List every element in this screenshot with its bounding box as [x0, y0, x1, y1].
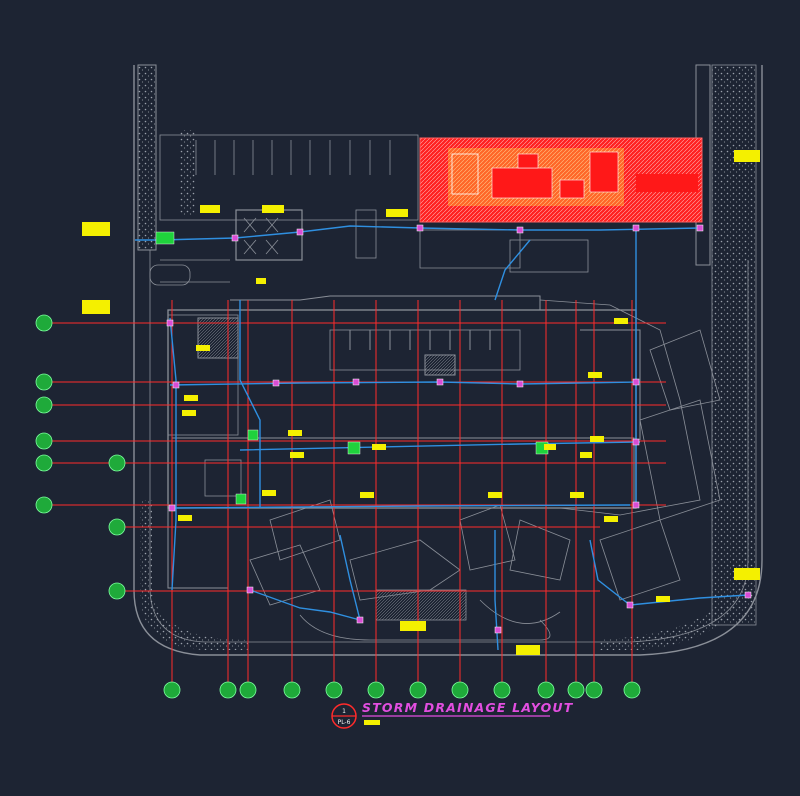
- drawing-title-block: 1 PL-6 STORM DRAINAGE LAYOUT: [331, 700, 574, 729]
- grid-row-bubble: [35, 396, 53, 414]
- grid-column-bubble: [585, 681, 603, 699]
- drawing-ref-sheet: PL-6: [338, 719, 351, 726]
- drawing-ref-number: 1: [342, 708, 346, 715]
- grid-columns: [163, 300, 641, 699]
- grid-column-bubble: [325, 681, 343, 699]
- grid-row-bubble: [108, 582, 126, 600]
- grid-column-bubble: [567, 681, 585, 699]
- pipe-tags: [82, 150, 760, 655]
- grid-row-bubble: [35, 373, 53, 391]
- grid-row-bubble: [35, 432, 53, 450]
- grid-row-bubble: [35, 454, 53, 472]
- grid-rows: [35, 314, 666, 600]
- grid-column-bubble: [367, 681, 385, 699]
- grid-row-bubble: [108, 454, 126, 472]
- landscape-area: [249, 329, 721, 641]
- grid-column-bubble: [537, 681, 555, 699]
- grid-column-bubble: [219, 681, 237, 699]
- hatched-building-block: [419, 137, 703, 223]
- drawing-title: STORM DRAINAGE LAYOUT: [362, 700, 574, 715]
- grid-row-bubble: [108, 518, 126, 536]
- grid-row-bubble: [35, 496, 53, 514]
- grid-column-bubble: [239, 681, 257, 699]
- grid-column-bubble: [409, 681, 427, 699]
- manhole-markers: [155, 224, 752, 634]
- grid-column-bubble: [493, 681, 511, 699]
- grid-column-bubble: [283, 681, 301, 699]
- grid-row-bubble: [35, 314, 53, 332]
- grid-column-bubble: [451, 681, 469, 699]
- grid-column-bubble: [623, 681, 641, 699]
- grid-column-bubble: [163, 681, 181, 699]
- storm-pipe-network: [135, 225, 749, 651]
- equipment-blocks: [155, 231, 549, 505]
